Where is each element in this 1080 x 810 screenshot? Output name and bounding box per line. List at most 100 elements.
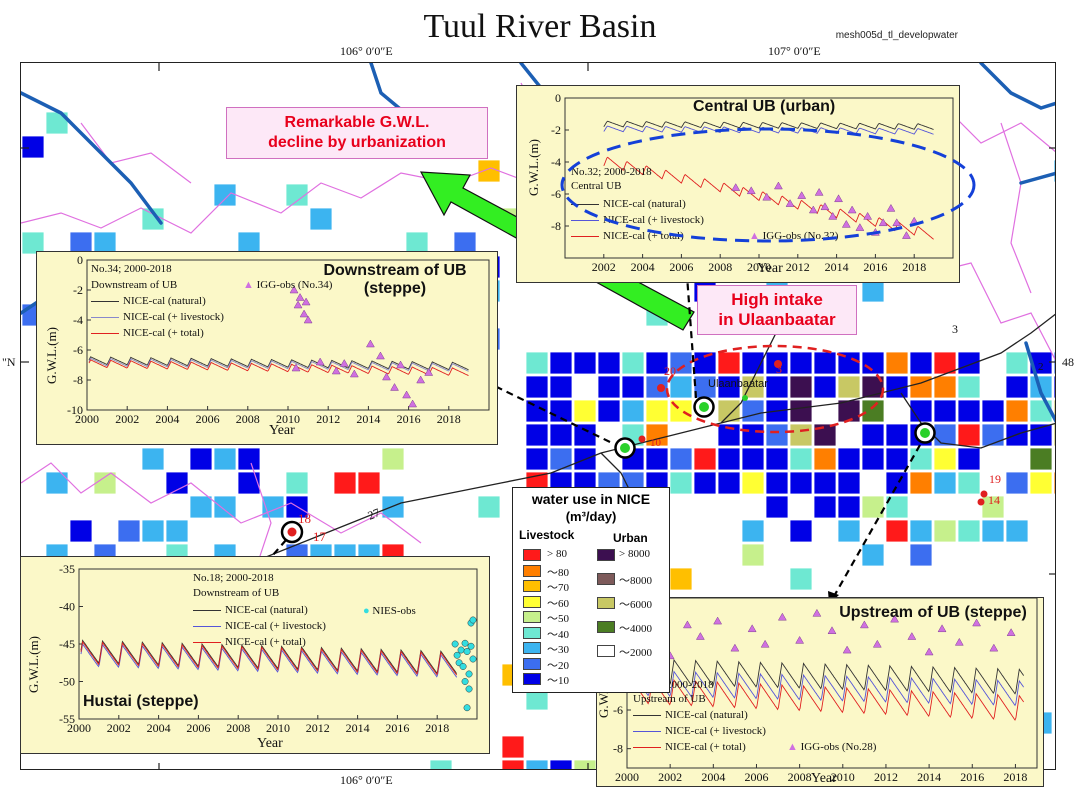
river-line	[21, 91, 163, 225]
x-tick-label: 2014	[356, 412, 380, 426]
legend-natural-downstream: NICE-cal (natural)	[91, 294, 206, 308]
longitude-label-106: 106° 0′0″E	[340, 44, 393, 58]
site-marker-hustai	[280, 520, 304, 544]
x-tick-label: 2004	[147, 721, 171, 735]
x-tick-label: 2018	[437, 412, 461, 426]
grid-cell	[717, 399, 741, 423]
y-tick-label: -55	[59, 712, 75, 726]
grid-cell	[693, 447, 717, 471]
grid-cell	[861, 423, 885, 447]
callout-urbanization: Remarkable G.W.L. decline by urbanizatio…	[226, 107, 488, 159]
obs-point	[909, 216, 919, 225]
grid-cell	[1029, 447, 1053, 471]
grid-cell	[165, 471, 189, 495]
grid-cell	[333, 471, 357, 495]
obs-point	[907, 632, 917, 640]
x-tick-label: 2010	[747, 260, 771, 274]
grid-cell	[717, 423, 741, 447]
site-label-10: 10	[650, 437, 661, 449]
boundary-line	[21, 462, 422, 544]
grid-cell	[981, 423, 1005, 447]
y-tick-label: -10	[67, 403, 83, 417]
grid-cell	[789, 375, 813, 399]
series-line	[88, 356, 469, 371]
legend-label: ～30	[547, 644, 569, 656]
boundary-line	[940, 102, 1055, 153]
grid-cell	[789, 471, 813, 495]
grid-cell	[693, 471, 717, 495]
ulaanbaatar-ellipse	[665, 344, 885, 434]
grid-cell	[933, 447, 957, 471]
obs-point	[924, 647, 934, 656]
obs-point	[303, 315, 313, 324]
x-tick-label: 2004	[155, 412, 179, 426]
legend-natural-central: NICE-cal (natural)	[571, 197, 686, 211]
grid-cell	[765, 495, 789, 519]
x-tick-label: 2000	[67, 721, 91, 735]
grid-cell	[1005, 399, 1029, 423]
river-line	[900, 392, 1055, 449]
grid-cell	[957, 447, 981, 471]
obs-point	[382, 372, 391, 381]
grid-cell	[669, 447, 693, 471]
grid-cell	[285, 183, 309, 207]
legend-swatch	[597, 621, 615, 633]
legend-obs-central: ▲ IGG-obs (No.32)	[749, 230, 839, 242]
x-tick-label: 2008	[226, 721, 250, 735]
grid-cell	[789, 399, 813, 423]
y-tick-label: -8	[73, 373, 83, 387]
obs-point	[902, 231, 911, 239]
grid-cell	[765, 375, 789, 399]
legend-swatch	[523, 657, 541, 670]
grid-cell	[645, 351, 669, 375]
x-tick-label: 2010	[276, 412, 300, 426]
grid-cell	[861, 351, 885, 375]
map-title: Tuul River Basin	[423, 8, 657, 45]
grid-cell	[1053, 375, 1055, 399]
grid-cell	[837, 351, 861, 375]
obs-point	[416, 375, 426, 384]
legend-label: ～10	[547, 675, 569, 687]
x-tick-label: 2002	[658, 770, 682, 784]
grid-cell	[1053, 423, 1055, 447]
grid-cell	[525, 759, 549, 769]
grid-cell	[933, 471, 957, 495]
y-tick-label: -6	[551, 187, 561, 201]
obs-point	[695, 632, 705, 640]
grid-cell	[741, 519, 765, 543]
arrow-line-downstream	[469, 373, 611, 443]
legend-swatch	[523, 673, 541, 685]
grid-cell	[837, 447, 861, 471]
grid-cell	[789, 519, 813, 543]
legend-label: ～60	[547, 597, 569, 610]
legend-urban-header: Urban	[613, 531, 648, 545]
grid-cell	[813, 375, 837, 399]
legend-livestock-central: NICE-cal (+ livestock)	[571, 213, 704, 227]
grid-cell	[429, 759, 453, 769]
grid-cell	[837, 375, 861, 399]
y-tick-label: -4	[551, 155, 561, 169]
obs-point	[459, 663, 467, 670]
grid-cell	[285, 471, 309, 495]
legend-swatch	[523, 549, 541, 561]
chart-header-central-ub: No.32; 2000-2018	[571, 166, 652, 178]
grid-cell	[669, 567, 693, 591]
grid-cell	[789, 447, 813, 471]
legend-label: > 80	[547, 548, 567, 560]
obs-point	[863, 211, 873, 220]
grid-cell	[189, 495, 213, 519]
grid-cell	[957, 399, 981, 423]
obs-point	[396, 360, 405, 369]
legend-livestock-hustai: NICE-cal (+ livestock)	[193, 619, 326, 633]
grid-cell	[765, 447, 789, 471]
grid-cell	[45, 471, 69, 495]
grid-cell	[861, 543, 885, 567]
chart-ylabel-hustai: G.W.L.(m)	[26, 636, 41, 693]
city-dot	[742, 395, 748, 401]
grid-cell	[957, 471, 981, 495]
legend-natural-upstream: NICE-cal (natural)	[633, 708, 748, 722]
grid-cell	[573, 351, 597, 375]
obs-point	[827, 626, 837, 634]
obs-point	[376, 351, 385, 360]
